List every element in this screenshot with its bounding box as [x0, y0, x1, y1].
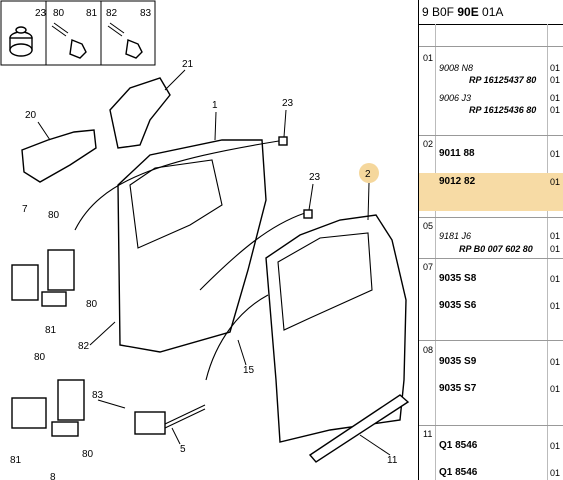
- parts-diagram: 23 80 81 82 83 21 20 1 23 23 2 7 80 80 8…: [0, 0, 410, 480]
- selected-row-highlight: [419, 173, 563, 211]
- ref-primary[interactable]: 9006 J3: [439, 93, 472, 103]
- moulding-11: [308, 394, 410, 463]
- group-number: 02: [423, 139, 434, 149]
- callout-81-b: 81: [45, 325, 57, 336]
- front-door-window: [129, 159, 223, 249]
- qty: 01: [550, 441, 561, 451]
- callout-8: 8: [50, 472, 56, 480]
- ref-primary[interactable]: Q1 8546: [439, 467, 478, 477]
- front-door-1: [117, 139, 267, 353]
- callout-5: 5: [180, 444, 186, 455]
- clip-23-icon: [9, 26, 33, 57]
- qty: 01: [550, 468, 561, 477]
- callout-82: 82: [106, 8, 118, 19]
- callout-80-b: 80: [48, 210, 60, 221]
- callout-80-e: 80: [82, 449, 94, 460]
- group-number: 01: [423, 53, 434, 63]
- callout-80-c: 80: [86, 299, 98, 310]
- bracket-20: [21, 129, 97, 183]
- qty: 01: [550, 231, 561, 241]
- callout-21: 21: [182, 59, 194, 70]
- callout-80-d: 80: [34, 352, 46, 363]
- callout-83: 83: [140, 8, 152, 19]
- callout-81-c: 81: [10, 455, 22, 466]
- callout-1: 1: [212, 100, 218, 111]
- qty: 01: [550, 93, 561, 103]
- clip-marker: [278, 136, 288, 146]
- ref-primary[interactable]: 9011 88: [439, 148, 475, 159]
- fastener-inset-box: [0, 0, 156, 66]
- ref-secondary[interactable]: RP B0 007 602 80: [459, 244, 533, 254]
- screw-82-83-icon: [107, 22, 143, 59]
- callout-83-b: 83: [92, 390, 104, 401]
- group-number: 11: [423, 429, 433, 439]
- callout-7: 7: [22, 204, 28, 215]
- ref-primary[interactable]: Q1 8546: [439, 440, 478, 451]
- group-number: 07: [423, 262, 434, 272]
- ref-primary[interactable]: 9035 S8: [439, 273, 477, 284]
- callout-20: 20: [25, 110, 37, 121]
- callout-2: 2: [365, 169, 371, 180]
- callout-80: 80: [53, 8, 65, 19]
- bracket-21: [109, 77, 171, 149]
- qty: 01: [550, 105, 561, 115]
- callout-82-b: 82: [78, 341, 90, 352]
- ref-primary[interactable]: 9035 S9: [439, 356, 477, 367]
- header-bold: 90E: [457, 5, 479, 19]
- lower-hinges-8: [11, 379, 85, 437]
- check-strap-5: [134, 404, 206, 435]
- qty: 01: [550, 301, 561, 311]
- group-number: 08: [423, 345, 434, 355]
- ref-primary[interactable]: 9012 82: [439, 176, 476, 187]
- upper-hinges-7: [11, 249, 75, 307]
- clip-marker: [303, 209, 313, 219]
- seal-23-rear: [199, 212, 306, 291]
- header-prefix: 9 B0F: [422, 5, 458, 19]
- parts-list-panel: 9 B0F 90E 01A 01 9008 N8 RP 16125437 80 …: [418, 0, 563, 480]
- qty: 01: [550, 177, 561, 187]
- qty: 01: [550, 384, 561, 394]
- panel-header: 9 B0F 90E 01A: [419, 0, 563, 25]
- callout-11: 11: [387, 455, 398, 466]
- seal-23-front: [74, 139, 286, 231]
- column-divider: [435, 24, 436, 480]
- strip-15: [205, 294, 269, 381]
- qty: 01: [550, 357, 561, 367]
- ref-primary[interactable]: 9035 S7: [439, 383, 477, 394]
- rear-door-window: [277, 232, 373, 331]
- header-suffix: 01A: [478, 5, 504, 19]
- qty: 01: [550, 75, 561, 85]
- callout-23: 23: [35, 8, 47, 19]
- qty: 01: [550, 63, 561, 73]
- ref-primary[interactable]: 9181 J6: [439, 231, 472, 241]
- qty: 01: [550, 244, 561, 254]
- ref-secondary[interactable]: RP 16125437 80: [469, 75, 537, 85]
- column-divider: [547, 24, 548, 480]
- qty: 01: [550, 274, 561, 284]
- ref-primary[interactable]: 9035 S6: [439, 300, 477, 311]
- callout-81: 81: [86, 8, 98, 19]
- group-number: 05: [423, 221, 434, 231]
- ref-primary[interactable]: 9008 N8: [439, 63, 474, 73]
- callout-15: 15: [243, 365, 255, 376]
- screw-80-81-icon: [51, 22, 87, 59]
- callout-23-b: 23: [282, 98, 294, 109]
- ref-secondary[interactable]: RP 16125436 80: [469, 105, 537, 115]
- callout-highlight: [359, 163, 379, 183]
- qty: 01: [550, 149, 561, 159]
- callout-23-c: 23: [309, 172, 321, 183]
